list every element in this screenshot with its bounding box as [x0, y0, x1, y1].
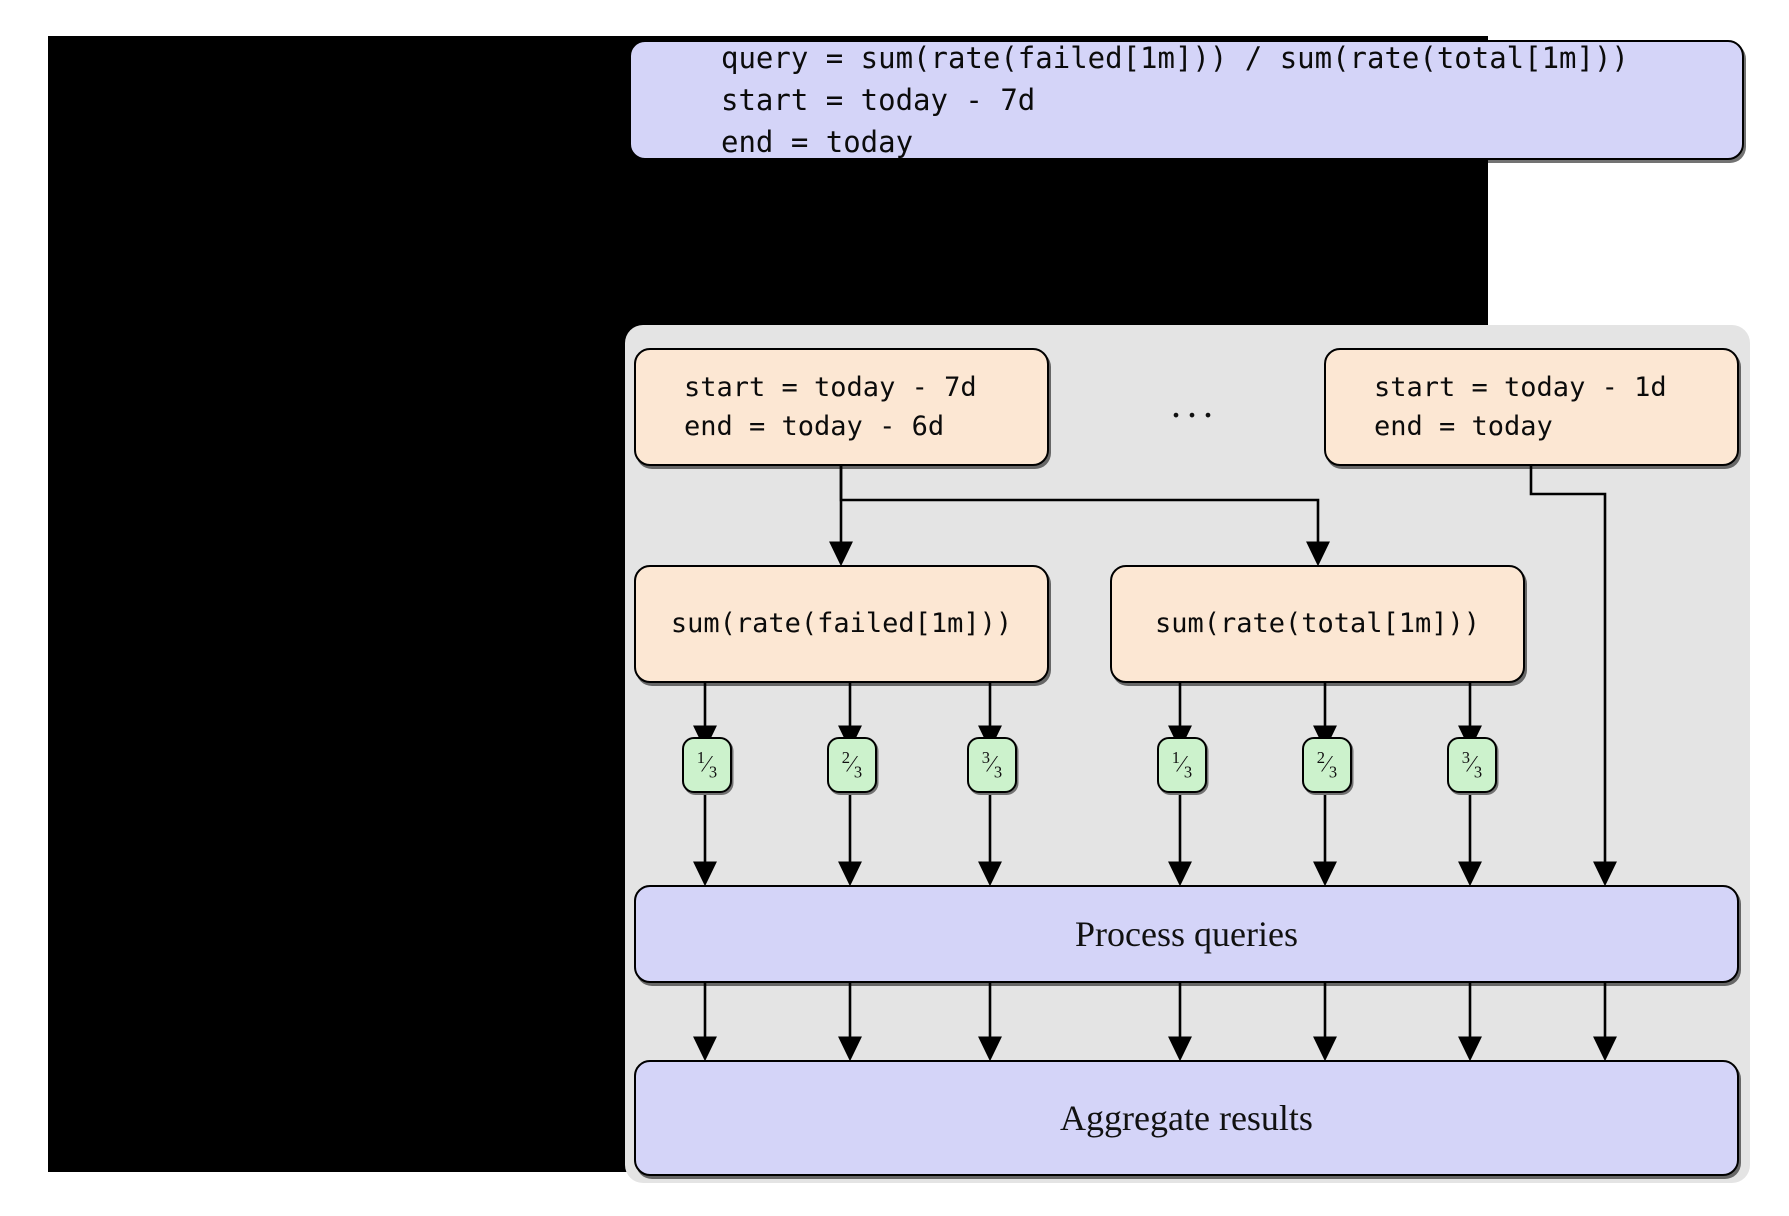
- chunk-label: 2⁄3: [1316, 747, 1338, 781]
- subquery-total-label: sum(rate(total[1m])): [1154, 608, 1481, 640]
- chunk-node-total-1: 1⁄3: [1157, 737, 1207, 793]
- time-range-last-start: start = today - 1d: [1374, 371, 1667, 403]
- stage-aggregate-results: Aggregate results: [634, 1060, 1739, 1176]
- time-range-first-end: end = today - 6d: [684, 411, 945, 442]
- time-range-box-first: start = today - 7d end = today - 6d: [634, 348, 1049, 466]
- chunk-node-total-3: 3⁄3: [1447, 737, 1497, 793]
- chunk-label: 1⁄3: [696, 747, 718, 781]
- subquery-failed-label: sum(rate(failed[1m])): [670, 608, 1013, 640]
- subquery-box-total: sum(rate(total[1m])): [1110, 565, 1525, 683]
- query-spec-line-2: start = today - 7d: [721, 82, 1036, 117]
- chunk-node-failed-2: 2⁄3: [827, 737, 877, 793]
- chunk-node-failed-3: 3⁄3: [967, 737, 1017, 793]
- chunk-label: 3⁄3: [1461, 747, 1483, 781]
- time-range-box-last: start = today - 1d end = today: [1324, 348, 1739, 466]
- edge-range-first-to-total: [839, 466, 1330, 567]
- query-spec-box: query = sum(rate(failed[1m])) / sum(rate…: [629, 40, 1744, 160]
- ellipsis-indicator: ...: [1171, 381, 1219, 426]
- edge-range-last-to-process: [1529, 466, 1617, 887]
- time-range-first-start: start = today - 7d: [684, 371, 977, 403]
- stage-process-queries: Process queries: [634, 885, 1739, 983]
- chunk-label: 2⁄3: [841, 747, 863, 781]
- query-spec-line-1: query = sum(rate(failed[1m])) / sum(rate…: [721, 40, 1629, 75]
- chunk-node-failed-1: 1⁄3: [682, 737, 732, 793]
- chunk-label: 1⁄3: [1171, 747, 1193, 781]
- time-range-last-end: end = today: [1374, 411, 1553, 442]
- subquery-box-failed: sum(rate(failed[1m])): [634, 565, 1049, 683]
- chunk-label: 3⁄3: [981, 747, 1003, 781]
- query-spec-line-3: end = today: [721, 125, 914, 160]
- chunk-node-total-2: 2⁄3: [1302, 737, 1352, 793]
- stage-aggregate-label: Aggregate results: [1060, 1098, 1313, 1138]
- stage-process-label: Process queries: [1075, 914, 1298, 954]
